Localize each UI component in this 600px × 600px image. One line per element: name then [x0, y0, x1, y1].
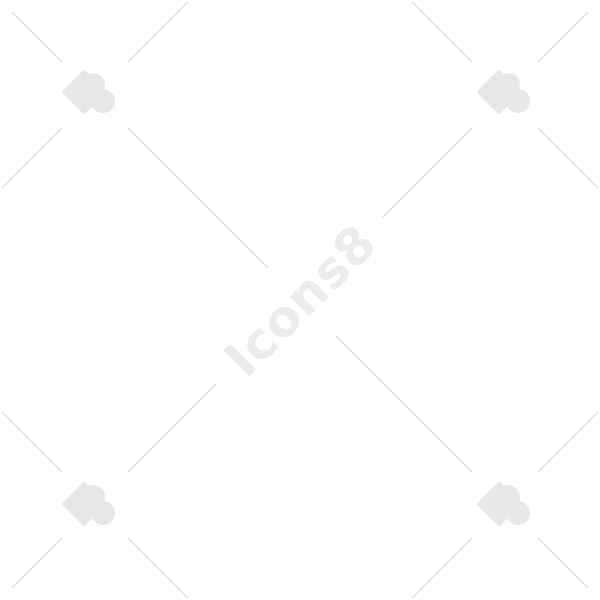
diagonal-line — [381, 127, 473, 219]
diagonal-line — [411, 537, 473, 599]
diagonal-line — [537, 411, 599, 473]
icons8-logo-icon — [61, 69, 115, 115]
icons8-logo-icon — [476, 69, 530, 115]
diagonal-line — [537, 11, 589, 63]
diagonal-line — [127, 537, 189, 599]
diagonal-line — [411, 1, 473, 63]
diagonal-line — [11, 11, 63, 63]
icons8-logo-icon — [476, 481, 530, 527]
diagonal-line — [11, 537, 63, 589]
icons8-logo-icon — [61, 481, 115, 527]
diagonal-line — [1, 411, 63, 473]
diagonal-line — [127, 127, 269, 269]
diagonal-line — [1, 127, 63, 189]
diagonal-line — [335, 335, 473, 473]
diagonal-line — [127, 383, 217, 473]
diagonal-line — [537, 537, 589, 589]
diagonal-line — [537, 127, 599, 189]
diagonal-line — [127, 1, 189, 63]
